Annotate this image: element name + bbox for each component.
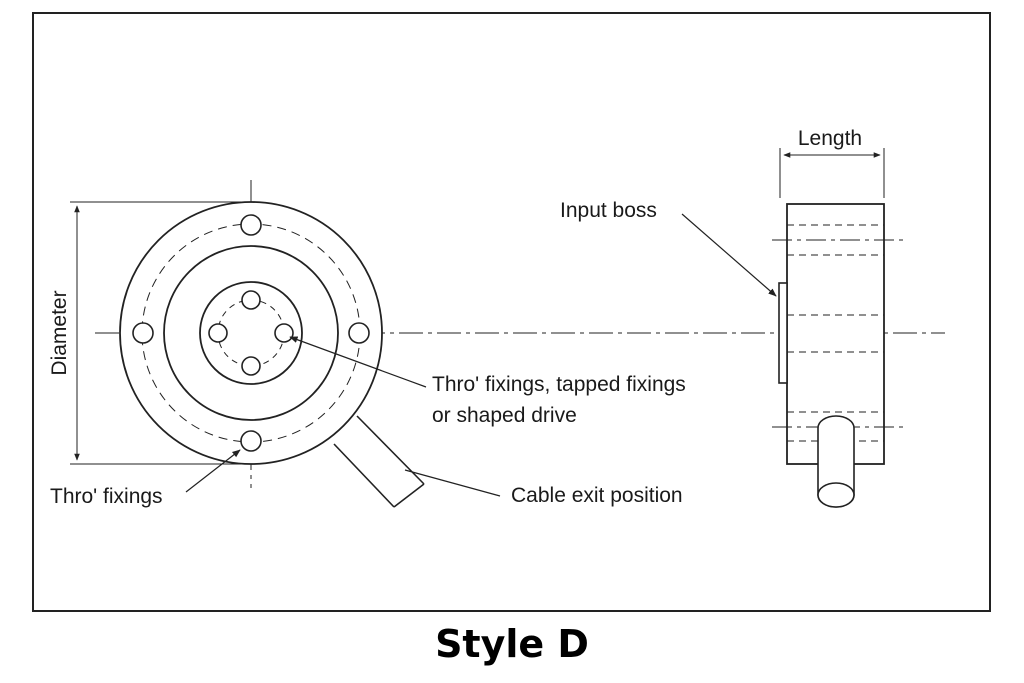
input-boss — [778, 282, 788, 384]
leader-input-boss — [681, 213, 777, 297]
length-label: Length — [798, 127, 862, 150]
thro-fixings-label: Thro' fixings — [50, 485, 163, 508]
inner-ring — [163, 245, 339, 421]
fixing-hole — [240, 214, 262, 236]
leader-thro-fixings-tapped — [289, 336, 427, 388]
diameter-dimension — [70, 201, 251, 465]
leader-thro-fixings — [185, 449, 241, 493]
inner-fixing-holes — [208, 290, 294, 376]
length-dimension — [779, 148, 885, 198]
outer-flange — [119, 201, 383, 465]
diameter-label: Diameter — [48, 290, 71, 375]
fixing-hole — [241, 290, 261, 310]
thro-fixings-tapped-label-line1: Thro' fixings, tapped fixings — [432, 373, 686, 396]
fixing-hole — [208, 323, 228, 343]
fixing-hole — [348, 322, 370, 344]
fixing-hole — [241, 356, 261, 376]
fixing-hole — [240, 430, 262, 452]
side-cable — [817, 415, 855, 508]
leader-cable-exit — [404, 469, 501, 497]
input-boss-label: Input boss — [560, 199, 657, 222]
load-cell-diagram: Diameter Thro' fixings, tapped fixings o… — [32, 12, 991, 612]
figure-caption: Style D — [435, 622, 589, 666]
thro-fixings-tapped-label-line2: or shaped drive — [432, 404, 577, 427]
side-view: Length Input boss — [560, 127, 905, 508]
front-view: Diameter Thro' fixings, tapped fixings o… — [48, 180, 945, 508]
fixing-hole — [274, 323, 294, 343]
cable-exit-label: Cable exit position — [511, 484, 683, 507]
outer-fixing-holes — [132, 214, 370, 452]
hub — [199, 281, 303, 385]
fixing-hole — [132, 322, 154, 344]
